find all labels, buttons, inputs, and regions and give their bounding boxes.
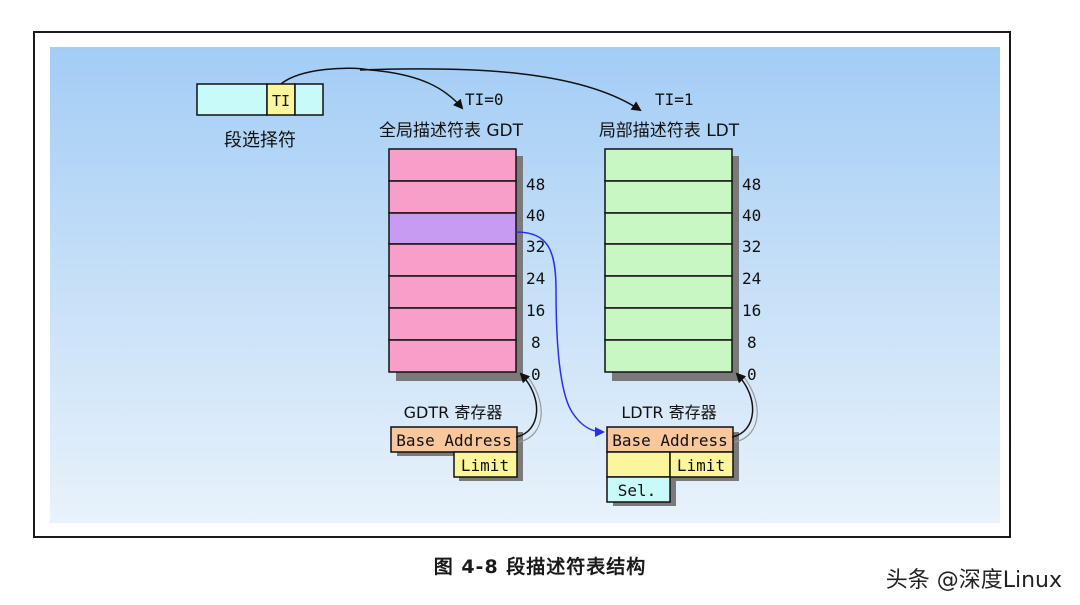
gdt-offset-label: 40 [526,206,545,225]
gdtr-register: GDTR 寄存器 Base Address Limit [390,403,523,481]
selector-rpl-field [294,83,324,116]
gdtr-limit-field [453,451,518,478]
ldt-offset-label: 32 [742,237,761,256]
gdtr-limit-label: Limit [461,456,509,475]
gdt-offset-label: 48 [526,175,545,194]
ldtr-base-field [606,426,734,453]
gdt-entry-selected [388,212,517,245]
diagram-background [50,47,1000,523]
ldtr-loop-shadow [734,375,758,443]
gdt-entry [388,339,517,373]
ti1-arrow [359,68,642,112]
ldt-entry [604,212,733,245]
ldtr-title: LDTR 寄存器 [621,403,716,422]
gdt-entry [388,307,517,341]
ldt-entry [604,339,733,373]
ldt-offset-label: 8 [747,333,757,352]
ldt-descriptor-link-arrow [515,231,605,437]
gdt-offset-label: 8 [531,333,541,352]
gdtr-base-field [390,426,518,453]
gdt-offset-label: 16 [526,301,545,320]
ldtr-base-arrow [731,372,754,438]
gdt-table [388,148,523,381]
gdt-entry [388,180,517,214]
segment-selector: TI 段选择符 [196,83,324,151]
selector-index-field [196,83,268,116]
gdt-entry [388,243,517,277]
ldtr-base-label: Base Address [612,431,728,450]
gdtr-title: GDTR 寄存器 [404,403,503,422]
ldtr-register: LDTR 寄存器 Base Address Limit Sel. [606,403,739,506]
gdt-entry [388,275,517,309]
gdt-title: 全局描述符表 GDT [379,121,524,141]
ldtr-limit-label: Limit [677,456,725,475]
ti0-label: TI=0 [465,90,504,109]
gdt-entry [388,148,517,182]
selector-label: 段选择符 [224,130,296,151]
ldtr-sel-field [606,476,671,503]
ldt-offset-label: 24 [742,269,761,288]
ldt-entry [604,148,733,182]
gdt-offset-label: 24 [526,269,545,288]
ldt-offset-label: 48 [742,175,761,194]
selector-ti-text: TI [272,92,290,110]
ldtr-limit-spacer [606,451,671,478]
figure-caption: 图 4-8 段描述符表结构 [433,556,647,578]
ldt-offset-label: 40 [742,206,761,225]
ldt-entry [604,180,733,214]
ldtr-limit-field [669,451,734,478]
gdtr-loop-shadow [518,375,542,443]
ldt-entry [604,307,733,341]
ti1-label: TI=1 [655,90,694,109]
watermark: 头条 @深度Linux [885,568,1062,593]
ldt-entry [604,243,733,277]
ldt-entry [604,275,733,309]
ldt-table [604,148,739,381]
gdtr-base-arrow [515,372,538,438]
ldt-offset-label: 0 [747,365,757,384]
ldtr-sel-label: Sel. [618,481,657,500]
ldt-offset-label: 16 [742,301,761,320]
gdtr-base-label: Base Address [396,431,512,450]
ldt-title: 局部描述符表 LDT [599,121,740,141]
gdt-offset-label: 32 [526,237,545,256]
gdt-offset-label: 0 [531,365,541,384]
